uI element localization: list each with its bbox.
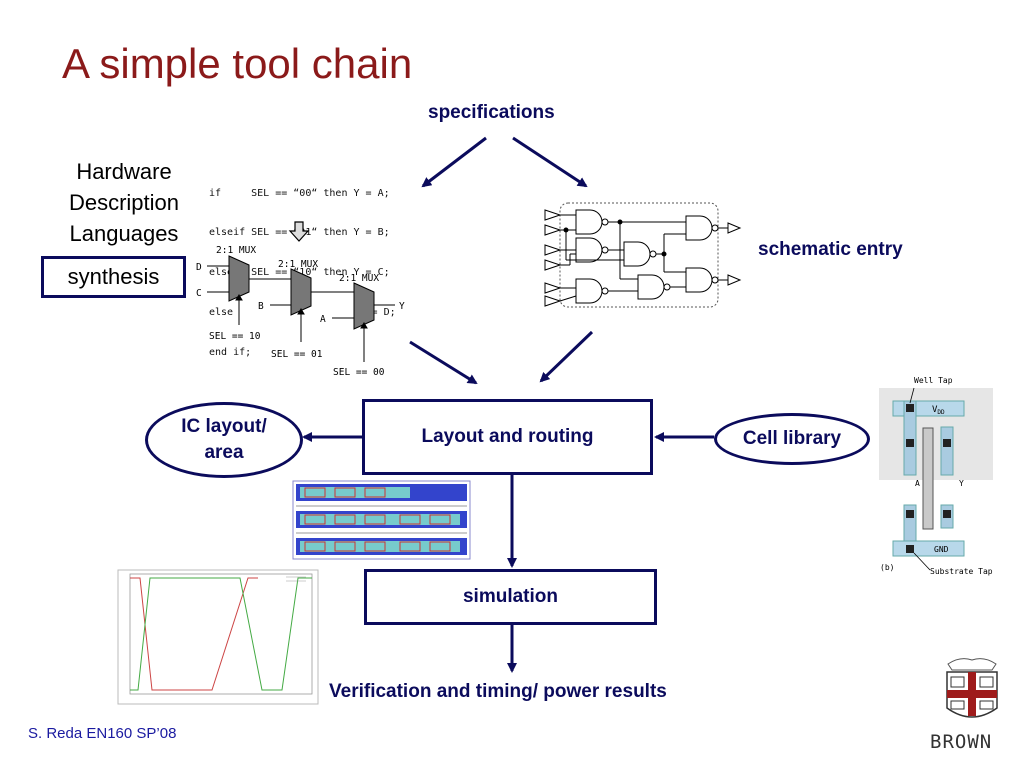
code-line: end if; [209,347,252,359]
verification-label: Verification and timing/ power results [329,681,667,702]
schematic-entry-label: schematic entry [758,239,903,260]
mux-input-d: D [196,262,202,273]
hdl-line-2: Description [68,190,180,215]
hdl-line-3: Languages [69,221,179,246]
mux-input-a: A [320,314,326,325]
mux-2 [290,268,312,316]
arrow-spec-to-schematic [512,136,588,188]
mux-input-c: C [196,288,202,299]
mux-output-y: Y [399,301,405,312]
mux-label-2: 2:1 MUX [278,259,318,270]
simulation-box: simulation [364,569,657,625]
ic-layout-line-1: IC layout/ [181,416,267,437]
cell-substrate-tap: Substrate Tap [930,567,993,576]
ic-layout-line-2: area [204,442,244,463]
layout-routing-box: Layout and routing [362,399,653,475]
mux-sel-1: SEL == 10 [209,331,261,342]
mux-chain [207,255,395,362]
brown-logo-text: BROWN [930,731,992,753]
schematic-circuit [544,202,742,308]
cell-output-y: Y [959,479,964,488]
cell-caption-b: (b) [880,563,894,572]
brown-shield-logo [946,658,998,718]
mux-sel-2: SEL == 01 [271,349,323,360]
hdl-line-1: Hardware [76,159,172,184]
hdl-label: Hardware Description Languages [58,156,190,249]
ic-layout-ellipse: IC layout/ area [145,402,303,478]
code-line: if SEL == “00“ then Y = A; [209,187,390,199]
mux-label-1: 2:1 MUX [216,245,256,256]
mux-label-3: 2:1 MUX [339,273,379,284]
slide-title: A simple tool chain [62,40,413,87]
specifications-label: specifications [428,102,555,123]
synthesis-box: synthesis [41,256,186,298]
code-line: elseif SEL == “10“ then Y = C; [209,267,390,279]
footer-credit: S. Reda EN160 SP’08 [28,725,177,742]
waveform-thumbnail [117,569,319,705]
arrow-hdl-to-layout [409,340,478,385]
cell-gnd: GND [934,545,949,554]
mux-3 [353,282,375,330]
mux-input-b: B [258,301,264,312]
cell-input-a: A [915,479,920,488]
cell-library-thumbnail [879,387,993,571]
down-arrow-icon [288,221,310,242]
cell-library-ellipse: Cell library [714,413,870,465]
cell-vdd: VDD [932,405,945,416]
cell-well-tap: Well Tap [914,376,953,385]
arrow-schematic-to-layout [539,330,594,383]
layout-thumbnail [292,480,471,560]
arrow-spec-to-hdl [421,136,487,188]
mux-sel-3: SEL == 00 [333,367,385,378]
mux-1 [228,255,250,302]
